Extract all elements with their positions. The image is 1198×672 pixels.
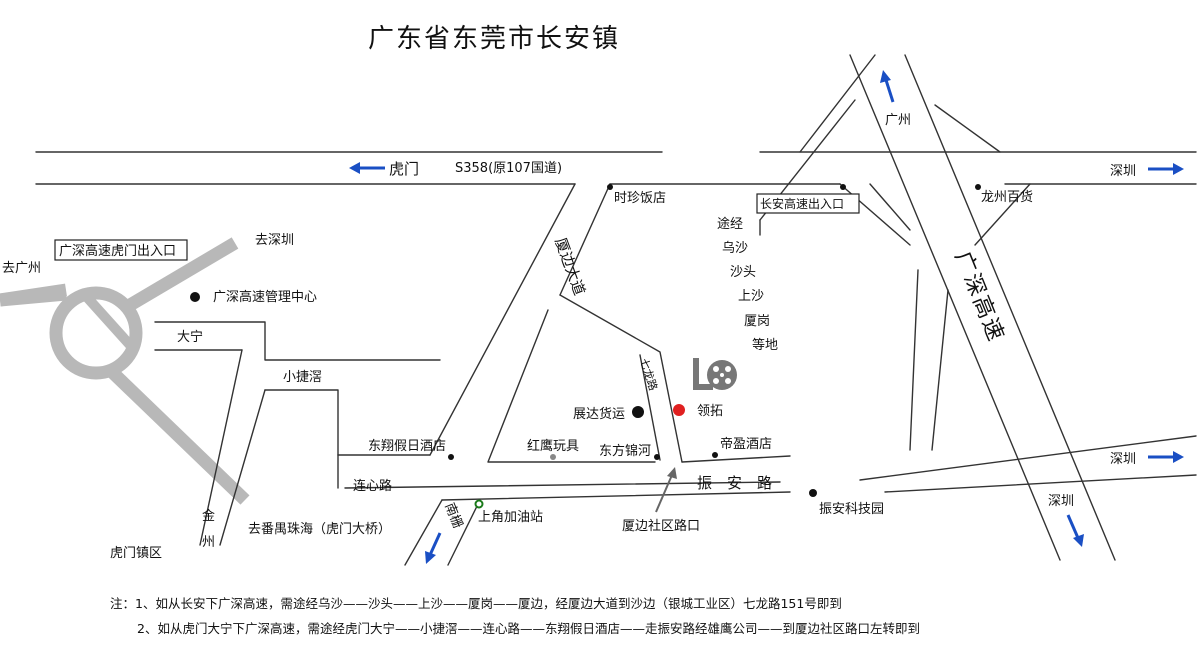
place-lingtuo: 领拓 — [697, 404, 723, 419]
changan-exit-label: 长安高速出入口 — [760, 196, 844, 211]
place-management-center: 广深高速管理中心 — [213, 289, 317, 305]
marker-shizhen — [607, 184, 613, 190]
humen-interchange — [0, 237, 250, 505]
via-line-3: 沙头 — [730, 265, 756, 280]
road-label-jin: 金 — [202, 508, 215, 524]
direction-shenzhen-top: 深圳 — [1110, 164, 1136, 179]
place-zhenan-tech: 振安科技园 — [819, 502, 884, 517]
humen-exit-box — [54, 239, 188, 261]
direction-shenzhen-mid: 深圳 — [1110, 452, 1136, 467]
direction-shenzhen-bottom: 深圳 — [1048, 494, 1074, 509]
via-line-6: 等地 — [752, 337, 778, 353]
via-line-2: 乌沙 — [722, 240, 748, 256]
direction-humen: 虎门 — [389, 160, 419, 178]
place-humen-district: 虎门镇区 — [110, 546, 162, 561]
arrow-xiabian-intersection — [655, 467, 677, 513]
via-line-5: 厦岗 — [744, 314, 770, 329]
marker-zhenan-tech — [809, 489, 817, 497]
place-dongxiang-hotel: 东翔假日酒店 — [368, 439, 446, 454]
road-label-zhou: 州 — [202, 535, 215, 550]
marker-hongying — [550, 454, 556, 460]
arrow-panyu — [425, 532, 442, 564]
lingtuo-logo-icon — [693, 358, 737, 390]
place-shangjiao-gas: 上角加油站 — [478, 510, 543, 525]
arrow-humen — [349, 162, 385, 174]
direction-to-panyu: 去番禺珠海（虎门大桥） — [248, 522, 391, 537]
place-zhanda: 展达货运 — [573, 406, 625, 422]
via-line-1: 途经 — [717, 216, 743, 232]
place-xiabian-intersection: 厦边社区路口 — [622, 518, 700, 534]
road-label-zhenan: 振 安 路 — [697, 474, 772, 492]
place-diying-hotel: 帝盈酒店 — [720, 436, 772, 452]
direction-guangzhou-top: 广州 — [885, 113, 911, 128]
road-label-xiaojiejiao: 小捷滘 — [283, 370, 322, 385]
place-dongfang-jinhe: 东方锦河 — [599, 443, 651, 459]
direction-to-shenzhen: 去深圳 — [255, 233, 294, 248]
note-line-2: 2、如从虎门大宁下广深高速，需途经虎门大宁——小捷滘——连心路——东翔假日酒店—… — [137, 621, 920, 636]
direction-to-guangzhou: 去广州 — [2, 261, 41, 276]
marker-lingtuo — [673, 404, 685, 416]
marker-dongxiang — [448, 454, 454, 460]
marker-diying — [712, 452, 718, 458]
place-longzhou: 龙州百货 — [981, 189, 1033, 205]
humen-exit-label: 广深高速虎门出入口 — [59, 243, 176, 259]
arrow-shenzhen-mid — [1148, 451, 1184, 463]
road-label-guangshen: 广深高速 — [949, 248, 1008, 346]
road-label-nanshan: 南栅 — [441, 501, 466, 531]
arrow-shenzhen-top — [1148, 163, 1184, 175]
road-label-s358: S358(原107国道) — [455, 161, 562, 176]
place-shizhen-restaurant: 时珍饭店 — [614, 191, 666, 206]
map-title: 广东省东莞市长安镇 — [368, 24, 620, 54]
via-line-4: 上沙 — [738, 289, 764, 304]
marker-changan-exit — [840, 184, 846, 190]
marker-management-center — [190, 292, 200, 302]
marker-zhanda — [632, 406, 644, 418]
road-label-daning: 大宁 — [177, 329, 203, 345]
arrow-guangzhou — [880, 70, 895, 103]
place-hongying-toys: 红鹰玩具 — [527, 438, 579, 454]
changan-exit-box — [756, 193, 860, 214]
marker-shangjiao-gas — [474, 499, 484, 509]
road-network — [35, 54, 1197, 566]
arrow-shenzhen-bottom — [1066, 514, 1084, 547]
road-label-qilong: 七龙路 — [637, 357, 660, 392]
via-list: 途经 乌沙 沙头 上沙 厦岗 等地 — [717, 216, 778, 353]
marker-longzhou — [975, 184, 981, 190]
note-line-1: 注：1、如从长安下广深高速，需途经乌沙——沙头——上沙——厦岗——厦边，经厦边大… — [110, 596, 842, 611]
marker-dongfang — [654, 454, 660, 460]
road-label-lianxin: 连心路 — [353, 478, 392, 494]
